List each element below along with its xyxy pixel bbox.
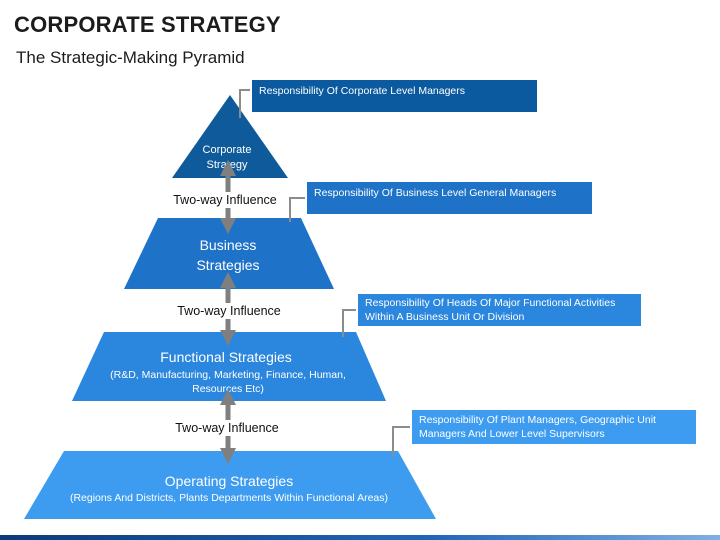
page-subtitle: The Strategic-Making Pyramid: [16, 48, 245, 67]
tier-corporate: [172, 95, 288, 178]
operating-detail: (Regions And Districts, Plants Departmen…: [70, 492, 388, 504]
influence-label: Two-way Influence: [177, 304, 281, 318]
functional-detail-line2: Resources Etc): [192, 383, 264, 395]
influence-label-bg: [172, 303, 286, 319]
callout-corporate: Responsibility Of Corporate Level Manage…: [252, 80, 537, 112]
connector-functional: [342, 309, 356, 337]
page-title: CORPORATE STRATEGY: [14, 12, 281, 37]
influence-label-bg: [170, 420, 284, 436]
operating-label: Operating Strategies: [165, 473, 293, 489]
business-label-line2: Strategies: [196, 257, 259, 273]
connector-business: [289, 197, 305, 222]
footer-bar: [0, 535, 720, 540]
tier-functional: [72, 332, 386, 401]
callout-operating: Responsibility Of Plant Managers, Geogra…: [412, 410, 696, 444]
business-label-line1: Business: [200, 237, 257, 253]
influence-label: Two-way Influence: [175, 421, 279, 435]
functional-detail-line1: (R&D, Manufacturing, Marketing, Finance,…: [110, 369, 346, 381]
functional-label: Functional Strategies: [160, 349, 292, 365]
callout-functional: Responsibility Of Heads Of Major Functio…: [358, 294, 641, 326]
influence-label: Two-way Influence: [173, 193, 277, 207]
callout-business: Responsibility Of Business Level General…: [307, 182, 592, 214]
connector-operating: [392, 426, 410, 456]
influence-label-bg: [170, 192, 282, 208]
corporate-label-line1: Corporate: [203, 144, 252, 156]
tier-operating: [24, 451, 436, 519]
connector-corporate: [239, 89, 250, 118]
tier-business: [124, 218, 334, 289]
